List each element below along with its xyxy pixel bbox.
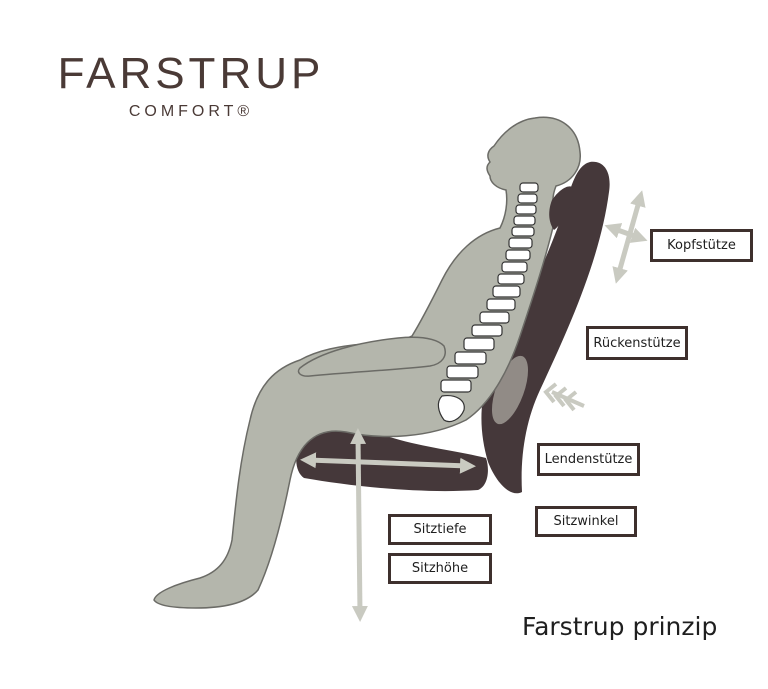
person-arm bbox=[297, 336, 446, 377]
label-lumbar-support: Lendenstütze bbox=[537, 443, 640, 476]
label-seat-angle: Sitzwinkel bbox=[535, 506, 637, 537]
seat-height-arrow bbox=[350, 428, 368, 622]
label-seat-height: Sitzhöhe bbox=[388, 553, 492, 584]
spine bbox=[437, 182, 539, 423]
lumbar-pad bbox=[491, 355, 529, 425]
label-seat-depth: Sitztiefe bbox=[388, 514, 492, 545]
lumbar-push-arrow bbox=[543, 382, 585, 412]
brand-subtitle: COMFORT® bbox=[128, 103, 254, 120]
label-back-support: Rückenstütze bbox=[586, 326, 688, 360]
headrest-pad bbox=[549, 186, 574, 230]
seat-depth-arrow bbox=[300, 452, 476, 474]
footer-title: Farstrup prinzip bbox=[522, 612, 718, 641]
label-headrest: Kopfstütze bbox=[650, 229, 753, 262]
brand-name: FARSTRUP bbox=[57, 49, 325, 98]
headrest-depth-arrow bbox=[604, 223, 648, 243]
